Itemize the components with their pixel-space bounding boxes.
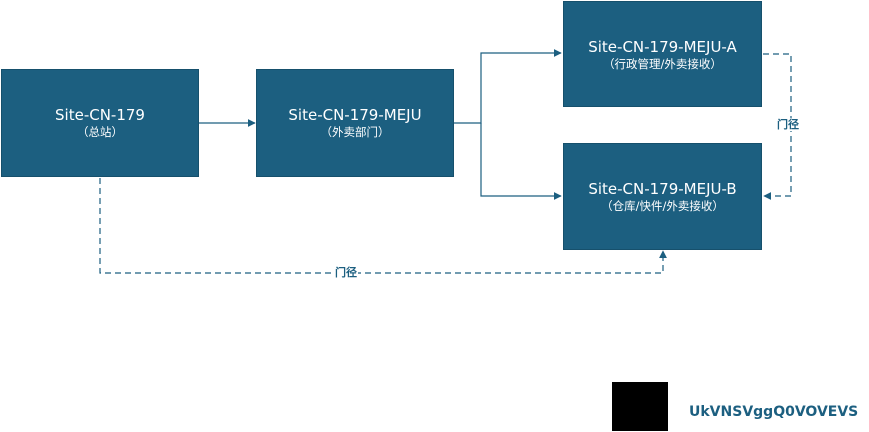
node-title: Site-CN-179 — [55, 106, 145, 124]
node-subtitle: （行政管理/外卖接收） — [603, 57, 722, 71]
legend-code-text: UkVNSVggQ0VOVEVS — [689, 404, 859, 420]
edge-label-a-to-b: 门径 — [776, 118, 800, 131]
node-title: Site-CN-179-MEJU-B — [588, 180, 737, 198]
node-site-cn-179[interactable]: Site-CN-179 （总站） — [1, 69, 199, 177]
node-site-cn-179-meju-a[interactable]: Site-CN-179-MEJU-A （行政管理/外卖接收） — [563, 1, 762, 107]
edge-meju-to-meju-a — [454, 49, 562, 124]
edge-meju-to-meju-b — [480, 123, 562, 200]
node-subtitle: （外卖部门） — [320, 125, 390, 139]
node-title: Site-CN-179-MEJU — [288, 106, 422, 124]
node-subtitle: （总站） — [77, 125, 123, 139]
node-site-cn-179-meju-b[interactable]: Site-CN-179-MEJU-B （仓库/快件/外卖接收） — [563, 143, 762, 250]
edge-meju-a-to-meju-b-dashed — [763, 53, 792, 200]
legend-swatch — [612, 382, 668, 431]
edge-label-hq-to-b: 门径 — [334, 266, 358, 279]
node-site-cn-179-meju[interactable]: Site-CN-179-MEJU （外卖部门） — [256, 69, 454, 177]
node-title: Site-CN-179-MEJU-A — [588, 38, 737, 56]
node-subtitle: （仓库/快件/外卖接收） — [601, 199, 724, 213]
